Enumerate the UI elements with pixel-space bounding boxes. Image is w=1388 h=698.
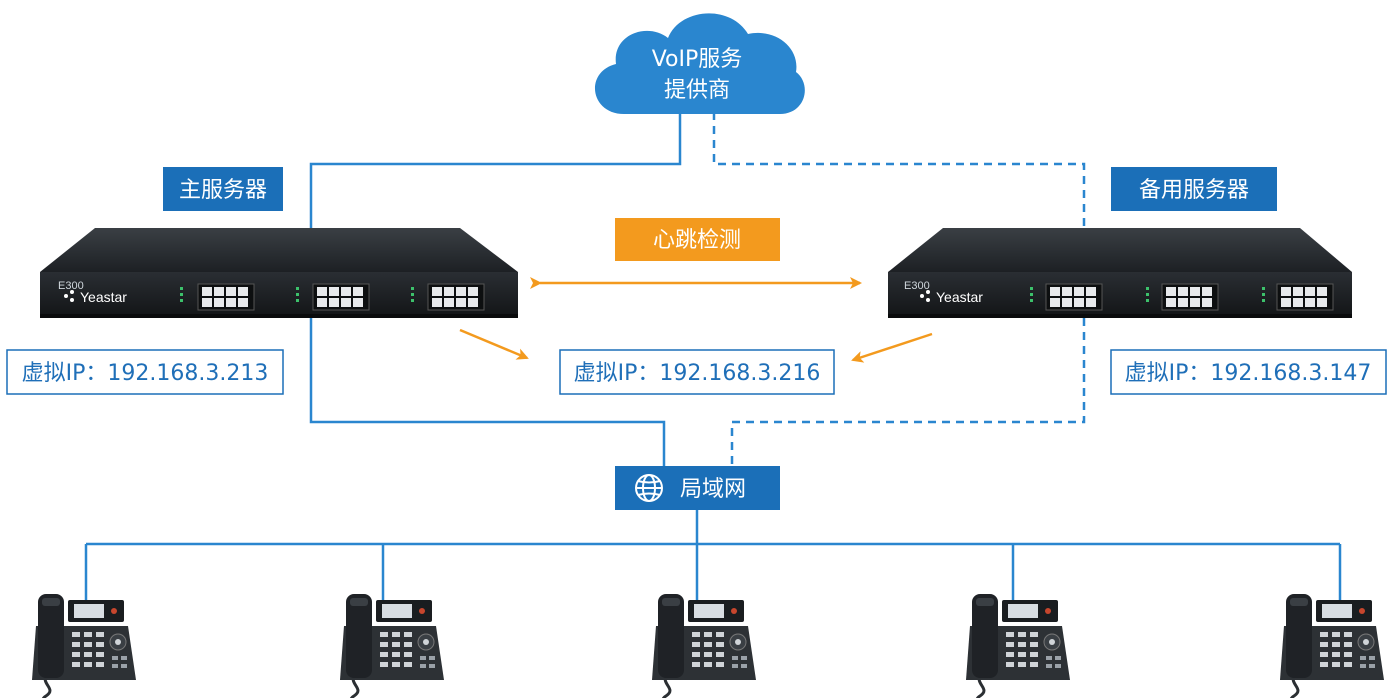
backup-server-title-box (1111, 167, 1277, 211)
backup-server-device: E300 Yeastar (888, 228, 1352, 318)
primary-server-title: 主服务器 (179, 178, 267, 203)
link-backup-lan (730, 318, 1086, 468)
cloud-icon (594, 13, 805, 114)
ethernet-ports-1 (197, 283, 255, 311)
yeastar-logo-icon: Yeastar (920, 289, 983, 305)
backup-to-vip-arrow (851, 332, 933, 363)
svg-text:E300: E300 (904, 280, 930, 292)
ethernet-ports-2 (312, 283, 370, 311)
primary-ip-label: 虚拟IP：192.168.3.213 (22, 361, 269, 386)
ethernet-ports-3 (427, 283, 485, 311)
backup-ip-label: 虚拟IP：192.168.3.147 (1125, 361, 1372, 386)
backup-ip-box (1110, 349, 1387, 395)
ethernet-ports-1 (1045, 283, 1103, 311)
link-cloud-backup (712, 112, 1086, 232)
heartbeat-label: 心跳检测 (653, 228, 741, 253)
ip-phone-icon (964, 592, 1072, 698)
yeastar-logo-icon: Yeastar (64, 289, 127, 305)
backup-server: 备用服务器 E300 Yeastar 虚拟IP：192.168.3.147 (888, 167, 1387, 395)
globe-icon (635, 474, 663, 502)
ip-phone-icon (650, 592, 758, 698)
ethernet-ports-3 (1276, 283, 1334, 311)
lan-node: 局域网 (615, 466, 780, 510)
ethernet-ports-2 (1161, 283, 1219, 311)
primary-to-vip-arrow (459, 328, 529, 360)
svg-text:E300: E300 (58, 280, 84, 292)
status-leds (180, 287, 414, 302)
link-primary-lan (309, 318, 666, 468)
heartbeat: 心跳检测 (459, 218, 933, 363)
backup-server-title: 备用服务器 (1139, 178, 1249, 203)
ip-phone-icon (1278, 592, 1386, 698)
virtual-ip: 虚拟IP：192.168.3.216 (559, 349, 835, 395)
primary-server-device: E300 Yeastar (40, 228, 518, 318)
virtual-ip-label: 虚拟IP：192.168.3.216 (574, 361, 821, 386)
virtual-ip-box (559, 349, 835, 395)
lan-label: 局域网 (680, 477, 746, 502)
svg-text:Yeastar: Yeastar (80, 289, 127, 305)
svg-text:Yeastar: Yeastar (936, 289, 983, 305)
primary-server: 主服务器 E300 Yeastar 虚拟IP：192.168.3.213 (6, 167, 518, 395)
cloud-label-line2: 提供商 (664, 78, 730, 103)
primary-ip-box (6, 349, 284, 395)
primary-server-title-box (163, 167, 283, 211)
ip-phone-icon (30, 592, 138, 698)
ip-phone-icon (338, 592, 446, 698)
cloud-voip-provider: VoIP服务 提供商 (594, 13, 805, 114)
status-leds (1030, 287, 1265, 302)
cloud-label-line1: VoIP服务 (652, 47, 743, 72)
heartbeat-box (615, 218, 780, 261)
link-cloud-primary (309, 112, 682, 232)
